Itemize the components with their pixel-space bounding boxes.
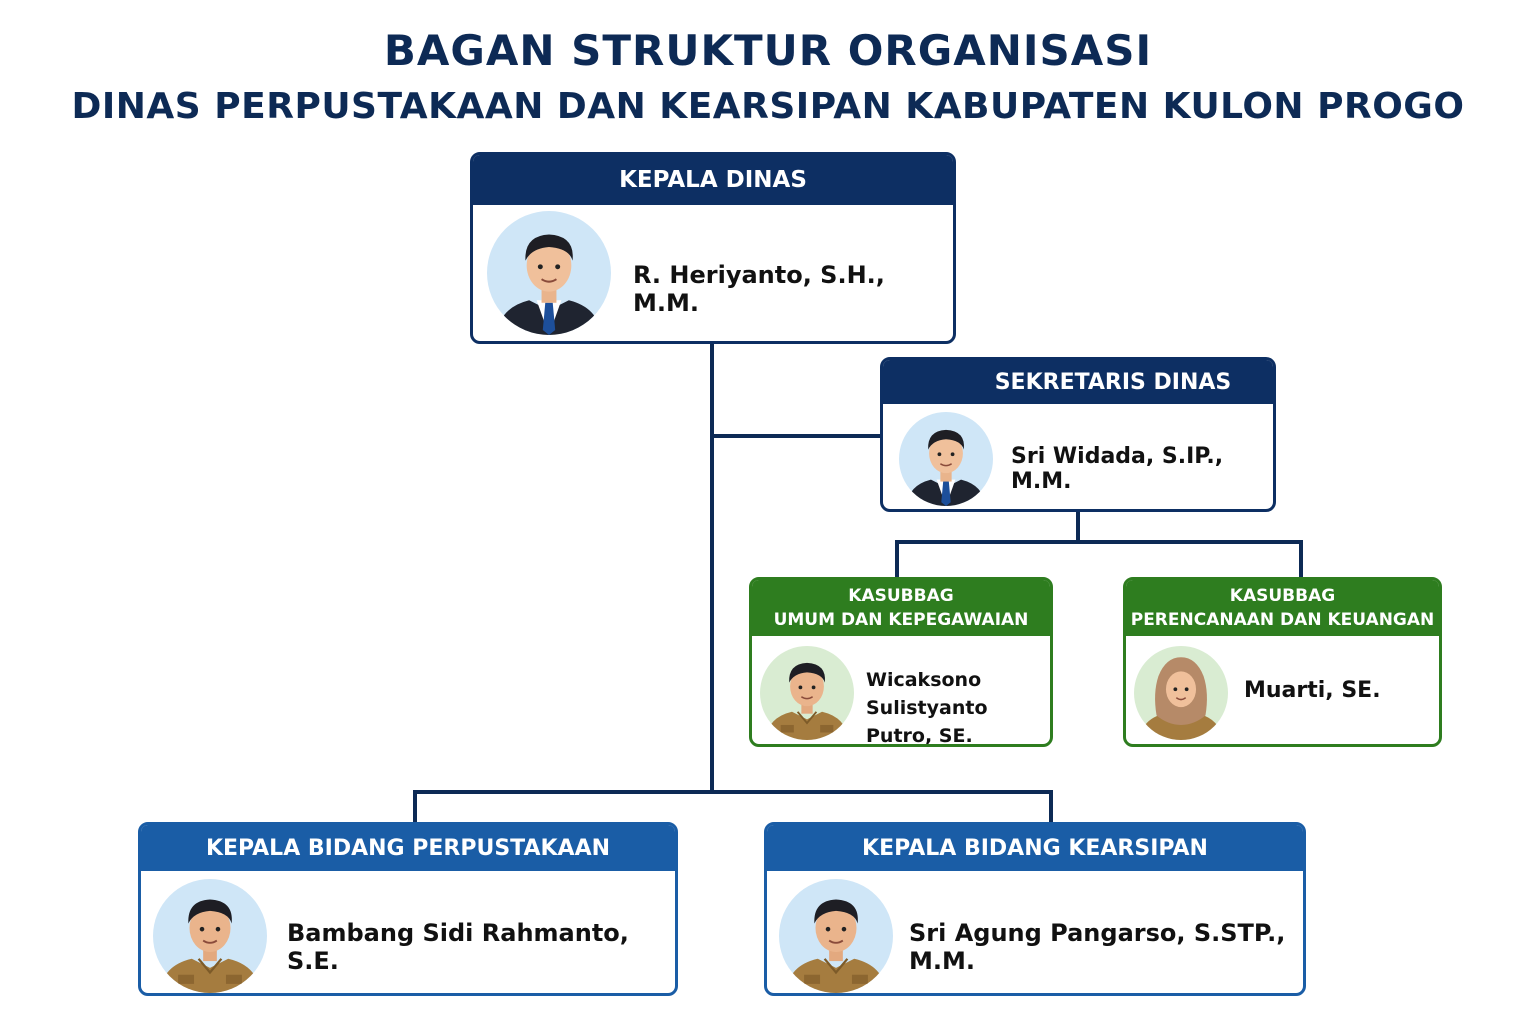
sekretaris-dinas-title: SEKRETARIS DINAS [883, 360, 1273, 404]
man-uniform-avatar-icon [760, 646, 854, 740]
kasubbag-perencanaan-title-line1: KASUBBAG [1229, 586, 1336, 606]
kepala-dinas-name: R. Heriyanto, S.H., M.M. [633, 261, 885, 317]
kepala-dinas-card: KEPALA DINAS R. Heriyanto, S.H., M.M. [470, 152, 956, 344]
kasubbag-branch-line [895, 540, 1303, 578]
kepala-dinas-title: KEPALA DINAS [473, 155, 953, 205]
man-uniform-avatar-icon [779, 879, 893, 993]
kasubbag-umum-card: KASUBBAG UMUM DAN KEPEGAWAIAN Wicaksono … [749, 577, 1053, 747]
sekretaris-dinas-card: SEKRETARIS DINAS Sri Widada, S.IP., M.M. [880, 357, 1276, 512]
kasubbag-perencanaan-card: KASUBBAG PERENCANAAN DAN KEUANGAN Muarti… [1123, 577, 1442, 747]
sekretaris-dinas-name: Sri Widada, S.IP., M.M. [1011, 444, 1224, 494]
kasubbag-umum-name: Wicaksono Sulistyanto Putro, SE. [866, 666, 1050, 747]
chart-title: BAGAN STRUKTUR ORGANISASI [383, 26, 1153, 75]
man-uniform-avatar-icon [153, 879, 267, 993]
kabid-kearsipan-name: Sri Agung Pangarso, S.STP., M.M. [909, 919, 1286, 975]
kabid-perpustakaan-name: Bambang Sidi Rahmanto, S.E. [287, 919, 629, 975]
kabid-kearsipan-card: KEPALA BIDANG KEARSIPAN Sri Agung Pangar… [764, 822, 1306, 996]
kabid-perpustakaan-title: KEPALA BIDANG PERPUSTAKAAN [141, 825, 675, 871]
man-suit-avatar-icon [487, 211, 611, 335]
bidang-branch-line [413, 790, 1053, 822]
kasubbag-umum-name-line1: Wicaksono Sulistyanto [866, 669, 988, 719]
chart-subtitle: DINAS PERPUSTAKAAN DAN KEARSIPAN KABUPAT… [71, 86, 1465, 127]
kasubbag-umum-title-line2: UMUM DAN KEPEGAWAIAN [773, 610, 1029, 630]
kabid-perpustakaan-card: KEPALA BIDANG PERPUSTAKAAN Bambang Sidi … [138, 822, 678, 996]
woman-hijab-avatar-icon [1134, 646, 1228, 740]
kabid-kearsipan-title: KEPALA BIDANG KEARSIPAN [767, 825, 1303, 871]
kasubbag-perencanaan-name: Muarti, SE. [1244, 678, 1381, 703]
kasubbag-umum-title-line1: KASUBBAG [848, 586, 954, 606]
kasubbag-perencanaan-title-line2: PERENCANAAN DAN KEUANGAN [1130, 610, 1435, 630]
kasubbag-umum-name-line2: Putro, SE. [866, 725, 973, 747]
man-suit-avatar-icon [899, 412, 993, 506]
